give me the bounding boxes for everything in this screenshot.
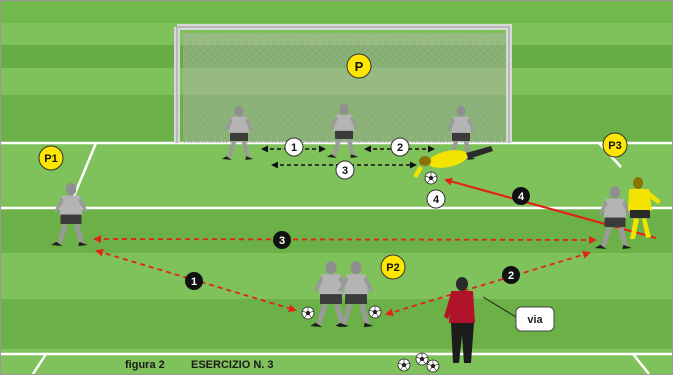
gk-step-1: 1 [284,137,304,157]
ball-spare-1 [397,358,411,372]
ball-spare-3 [426,359,440,373]
via-label: via [527,314,543,326]
gk-step-4: 4 [426,189,446,209]
svg-text:4: 4 [518,191,525,203]
svg-text:1: 1 [291,142,297,154]
ball-p2-left [301,306,315,320]
keeper-p3 [628,177,661,239]
svg-text:2: 2 [397,142,403,154]
ball-p2-right [368,305,382,319]
field-step-1: 1 [185,272,203,290]
ball-dive [424,171,438,185]
badge-p-label: P [355,59,364,74]
badge-p1-label: P1 [44,153,57,165]
via-callout-pointer [482,296,517,318]
svg-text:3: 3 [342,165,348,177]
svg-text:3: 3 [279,235,285,247]
svg-text:4: 4 [433,194,440,206]
coach [444,277,475,363]
ball-spare-2 [415,352,429,366]
gk-step-3: 3 [335,160,355,180]
field-step-2: 2 [502,266,520,284]
field-step-4: 4 [512,187,530,205]
caption-exercise: ESERCIZIO N. 3 [191,359,274,371]
gk-step-2: 2 [390,137,410,157]
badge-p2-label: P2 [386,262,399,274]
badge-p1: P1 [38,145,64,171]
svg-text:2: 2 [508,270,514,282]
diving-goalkeeper [413,146,493,178]
badge-p3-label: P3 [608,140,621,152]
badge-p: P [346,53,372,79]
caption-figure: figura 2 [125,359,165,371]
badge-p2: P2 [380,254,406,280]
via-callout [515,306,555,332]
badge-p3: P3 [602,132,628,158]
svg-text:1: 1 [191,276,197,288]
field-step-3: 3 [273,231,291,249]
